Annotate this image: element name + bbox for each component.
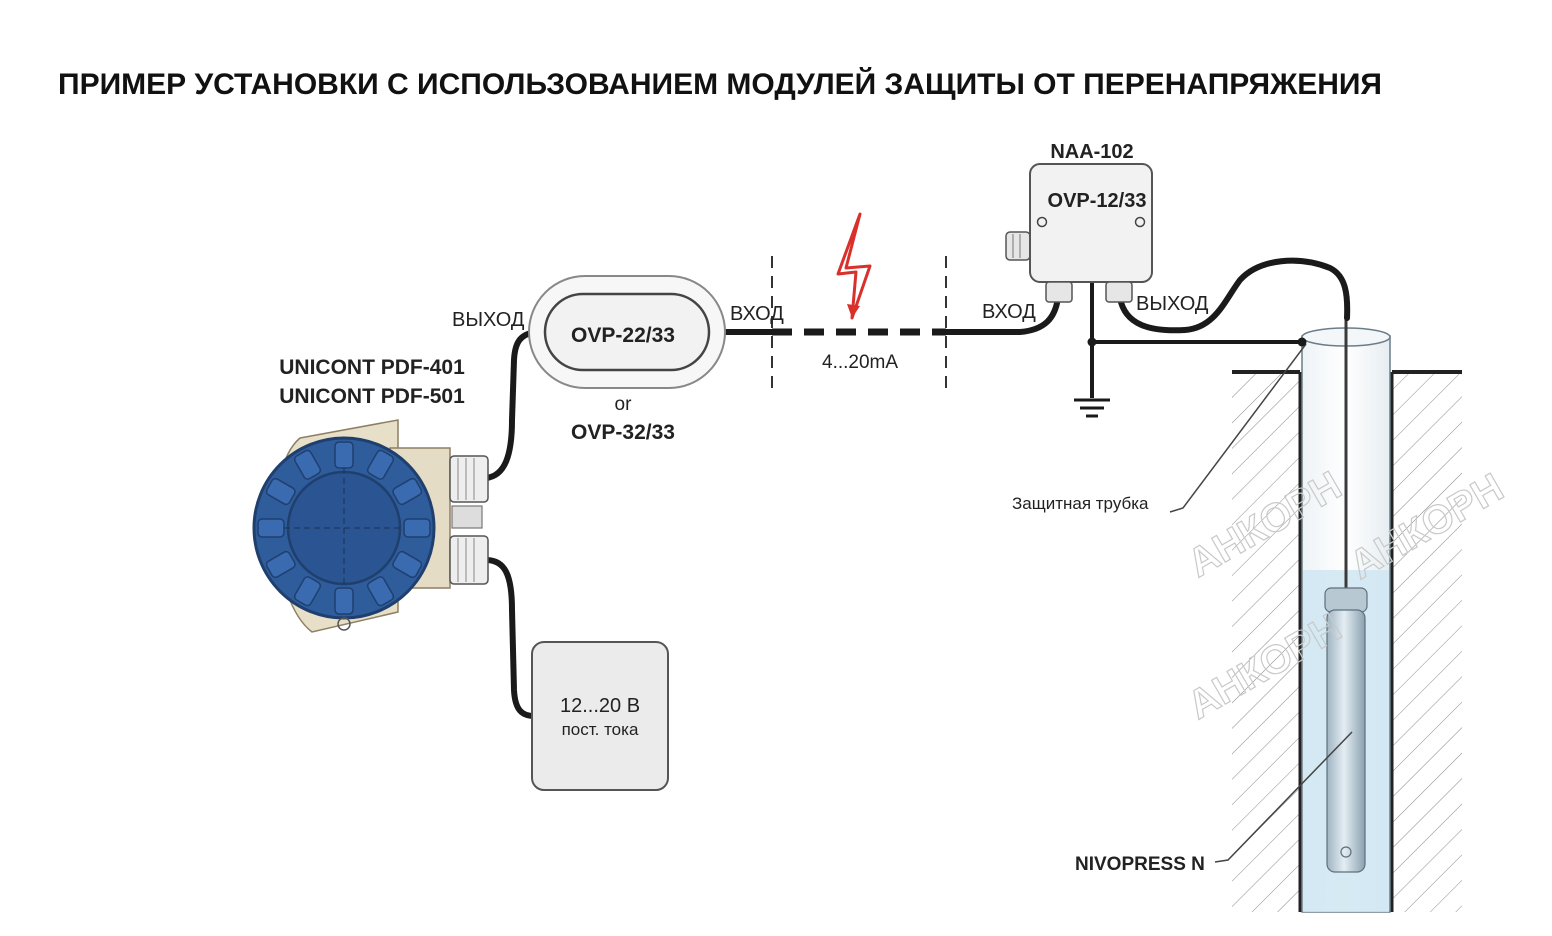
tube-leader-line (1169, 343, 1307, 513)
junction-box-body (1029, 163, 1153, 283)
cover-rib (293, 449, 322, 480)
side-gland (1005, 231, 1031, 261)
tube-label: Защитная трубка (1012, 494, 1149, 513)
power-type-label: пост. тока (562, 720, 639, 739)
cover-rib (293, 576, 322, 607)
cable-gland-bottom (449, 535, 489, 585)
transmitter: UNICONT PDF-401 UNICONT PDF-501 (252, 356, 489, 633)
cable-junction-to-sensor (1117, 257, 1351, 334)
power-voltage-label: 12...20 В (560, 695, 640, 717)
well: Защитная трубка NIVOPRESS N АНКОРН АНКОР… (1012, 318, 1511, 913)
sensor-tip (1340, 846, 1352, 858)
cover-rib (265, 477, 296, 506)
ovp-input-label: ВХОД (730, 303, 784, 325)
cover-rib (366, 576, 395, 607)
screw-icon (1036, 216, 1048, 228)
transmitter-label-1: UNICONT PDF-401 (279, 356, 465, 379)
junction-output-label: ВЫХОД (1136, 293, 1209, 315)
cover-rib (392, 550, 423, 579)
cable-transmitter-to-power (483, 557, 537, 719)
junction-box: NAA-102 OVP-12/33 ВХОД ВЫХОД (982, 141, 1209, 323)
ovp-output-label: ВЫХОД (452, 309, 525, 331)
housing-screw-icon (337, 617, 351, 631)
ground-junction-dot (1087, 337, 1097, 347)
cover-rib (403, 518, 431, 538)
output-gland (1105, 281, 1133, 303)
power-supply: 12...20 В пост. тока (531, 641, 669, 791)
power-supply-box (531, 641, 669, 791)
cover-rib (257, 518, 285, 538)
cable-to-junction-input (943, 295, 1061, 335)
ovp-module: OVP-22/33 or OVP-32/33 ВЫХОД ВХОД (452, 275, 784, 444)
sensor-label: NIVOPRESS N (1075, 854, 1205, 875)
cover-rib (334, 441, 354, 469)
nivopress-sensor (1326, 609, 1366, 873)
page-title: ПРИМЕР УСТАНОВКИ С ИСПОЛЬЗОВАНИЕМ МОДУЛЕ… (58, 67, 1382, 101)
tube-bond-dot (1297, 337, 1307, 347)
cover-rib (334, 587, 354, 615)
connector-block (451, 505, 483, 529)
ground-hatch-left (1232, 372, 1300, 912)
cover-ribs (257, 441, 431, 615)
junction-box-label: OVP-12/33 (1048, 190, 1147, 212)
sensor-head (1324, 587, 1368, 613)
cable-transmitter-to-ovp (483, 329, 539, 481)
cover-rib (392, 477, 423, 506)
cables (483, 257, 1351, 719)
ovp-alt-label: OVP-32/33 (571, 421, 675, 444)
cover-rib (265, 550, 296, 579)
ground-connection (1074, 282, 1307, 418)
transmitter-label-2: UNICONT PDF-501 (279, 385, 465, 408)
ovp-label: OVP-22/33 (571, 324, 675, 347)
ground-hatch-right (1392, 372, 1462, 912)
screw-icon (1134, 216, 1146, 228)
lightning-icon (836, 212, 872, 320)
junction-box-name: NAA-102 (1050, 141, 1133, 163)
sensor-leader-line (1214, 731, 1353, 863)
lightning-arrow-icon (847, 304, 860, 318)
ovp-or-label: or (615, 394, 633, 415)
junction-input-label: ВХОД (982, 301, 1036, 323)
cover-rib (366, 449, 395, 480)
ovp-inner-panel (543, 292, 711, 372)
input-gland (1045, 281, 1073, 303)
signal-label: 4...20mA (822, 352, 898, 373)
cable-gland-top (449, 455, 489, 503)
